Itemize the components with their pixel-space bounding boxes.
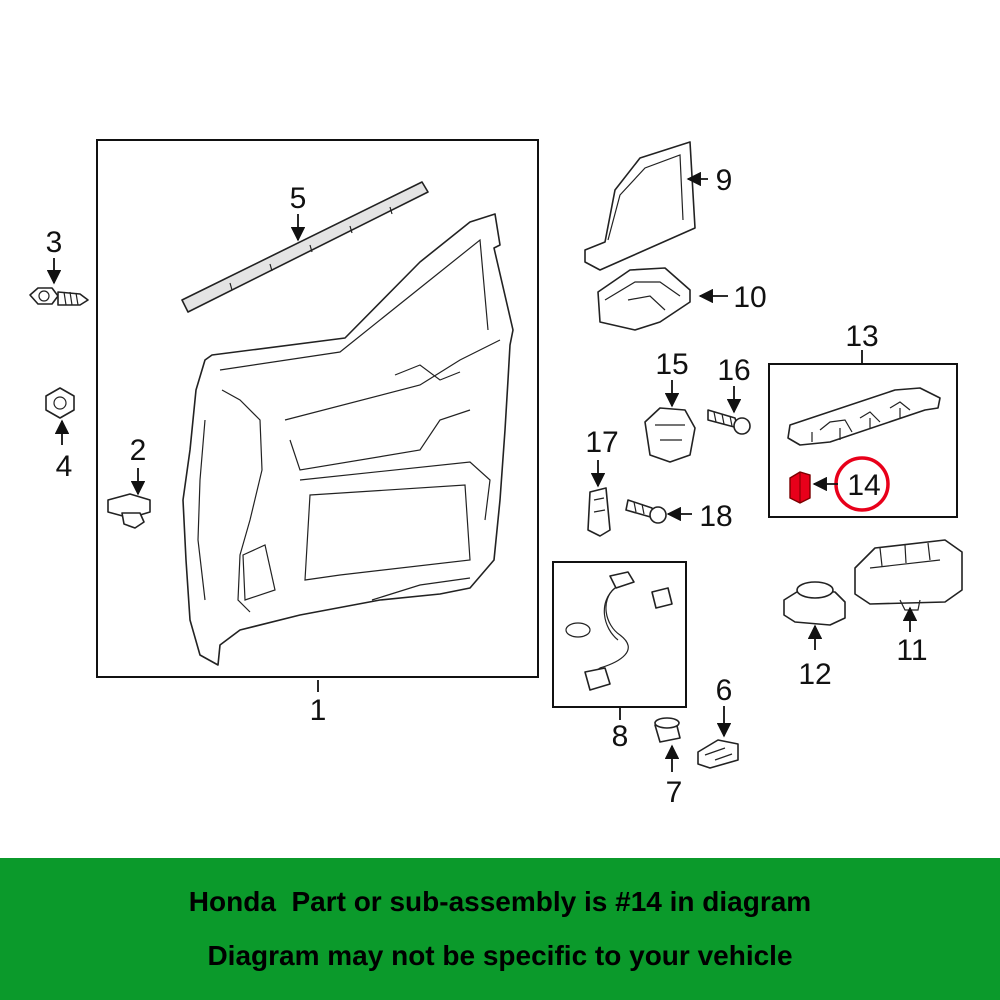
callout-12: 12 [798,658,831,691]
parts-diagram: 1 2 3 4 5 6 7 8 9 10 11 12 13 14 15 16 1… [29,139,963,809]
part-15-switch [644,407,696,463]
part-12-switch [783,581,846,626]
callout-10: 10 [733,281,766,314]
callout-2: 2 [130,434,147,467]
part-10-bracket [597,267,691,331]
banner-part-info: Honda Part or sub-assembly is #14 in dia… [188,886,812,917]
callout-4: 4 [56,450,73,483]
banner-disclaimer: Diagram may not be specific to your vehi… [207,940,793,971]
part-4-nut [45,387,75,419]
callout-6: 6 [716,674,733,707]
part-11-master-switch [854,539,963,611]
part-13-switch-panel [768,363,958,518]
part-17-bracket [587,487,611,537]
callout-16: 16 [717,354,750,387]
info-banner: Honda Part or sub-assembly is #14 in dia… [0,858,1000,1000]
part-5-molding-strip [181,181,429,313]
callout-18: 18 [699,500,732,533]
harness-frame [552,561,687,708]
switch-panel-frame [768,363,958,518]
callout-5: 5 [290,182,307,215]
door-panel-frame [96,139,539,678]
callout-7: 7 [666,776,683,809]
part-16-screw [707,409,751,435]
callout-14: 14 [847,469,880,502]
part-18-screw [625,499,667,524]
part-3-bolt [29,287,89,306]
callout-1: 1 [310,694,327,727]
part-1-door-panel [96,139,539,678]
part-7-bulb [654,717,681,743]
callout-17: 17 [585,426,618,459]
part-6-lamp [697,739,739,769]
callout-11: 11 [896,634,927,667]
callout-labels: 1 2 3 4 5 6 7 8 9 10 11 12 13 14 15 16 1… [46,164,928,809]
callout-15: 15 [655,348,688,381]
part-8-wire-harness [552,561,687,708]
part-9-cover [584,141,696,271]
leader-lines [46,171,918,772]
callout-9: 9 [716,164,733,197]
callout-3: 3 [46,226,63,259]
part-2-clip [107,493,151,529]
callout-13: 13 [845,320,878,353]
callout-8: 8 [612,720,629,753]
